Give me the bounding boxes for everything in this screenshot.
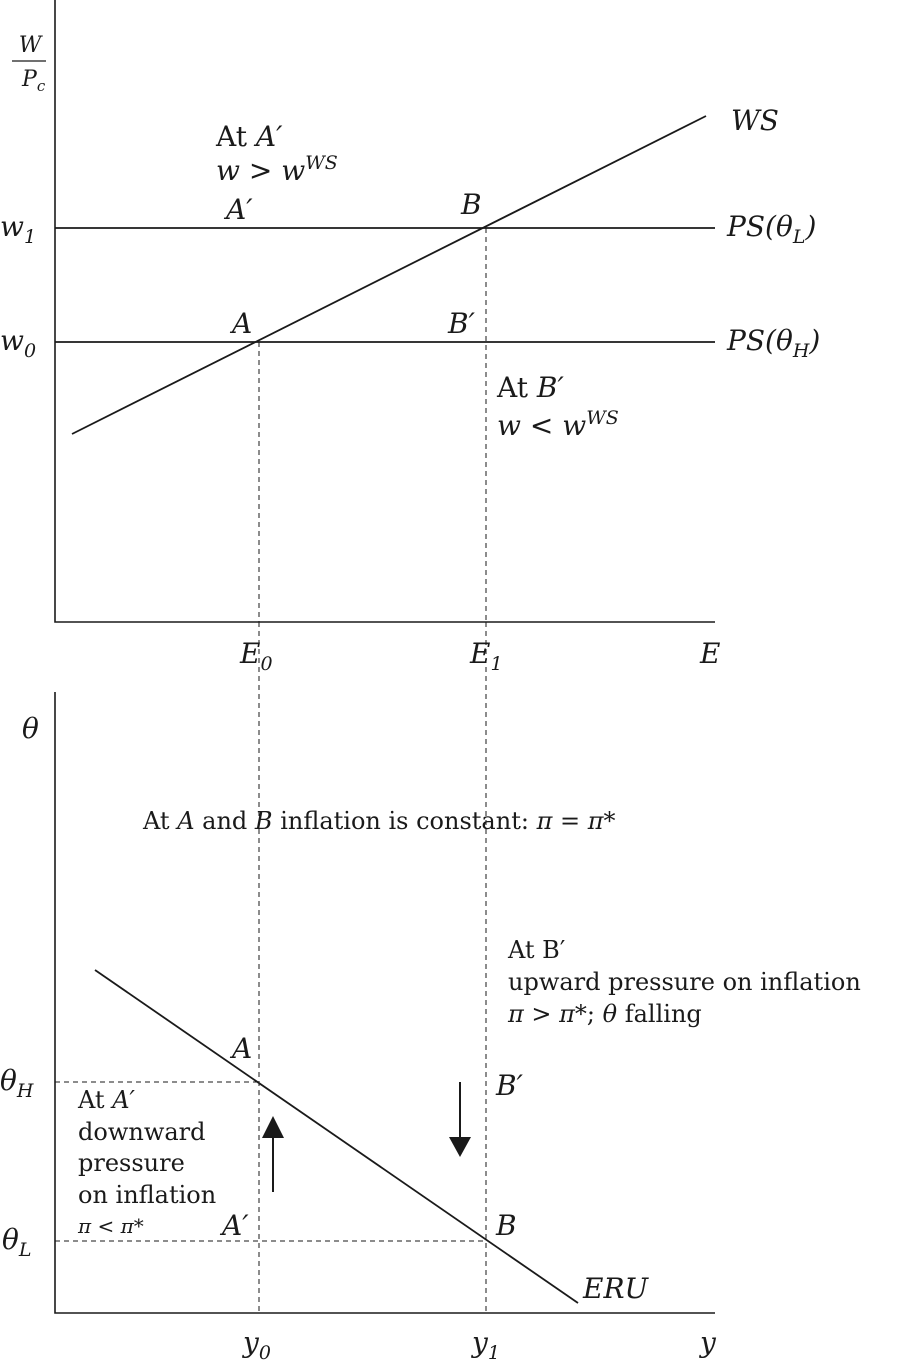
a-prime-note-downward: downward	[78, 1118, 206, 1146]
ps-theta-high-label: PS(θH)	[726, 324, 820, 362]
a-prime-note-on-inflation: on inflation	[78, 1181, 216, 1209]
top-y-axis-denominator: Pc	[21, 67, 46, 95]
top-axes	[54, 0, 715, 623]
b-prime-note-condition: π > π*; θ falling	[507, 1000, 702, 1028]
bottom-panel: θ θH θL y0 y1 y ERU A B′ A′ B At A and B…	[0, 622, 861, 1364]
a-prime-note-pressure: pressure	[78, 1149, 185, 1177]
top-panel: W Pc w1 w0 E0 E1 E WS PS(θL) PS(θH) A B …	[0, 0, 820, 675]
tick-y1: y1	[470, 1326, 500, 1364]
bottom-point-a-prime: A′	[219, 1209, 249, 1242]
note-a-prime-condition: w > wWS	[216, 152, 338, 187]
top-point-b-prime: B′	[447, 307, 476, 340]
ws-curve	[71, 115, 707, 435]
tick-e0: E0	[239, 637, 273, 675]
top-point-a: A	[229, 307, 252, 340]
upward-arrow	[262, 1116, 284, 1192]
bottom-point-b: B	[495, 1209, 517, 1242]
a-prime-note-heading: At A′	[77, 1086, 136, 1114]
constant-inflation-note: At A and B inflation is constant: π = π*	[142, 807, 615, 835]
eru-curve	[94, 969, 579, 1304]
ws-label: WS	[731, 104, 779, 137]
ps-theta-low-label: PS(θL)	[726, 210, 816, 248]
b-prime-note-heading: At B′	[507, 936, 565, 964]
top-point-a-prime: A′	[223, 193, 253, 226]
bottom-point-b-prime: B′	[495, 1069, 524, 1102]
b-prime-note-pressure: upward pressure on inflation	[508, 968, 861, 996]
tick-theta-h: θH	[0, 1064, 34, 1102]
downward-arrow	[449, 1082, 471, 1157]
bottom-y-axis-label: θ	[22, 712, 39, 745]
eru-label: ERU	[582, 1272, 650, 1305]
tick-y0: y0	[241, 1326, 271, 1364]
note-a-prime-heading: At A′	[215, 120, 283, 153]
note-b-prime-condition: w < wWS	[497, 407, 619, 442]
tick-theta-l: θL	[2, 1223, 31, 1261]
tick-w1: w1	[0, 210, 36, 248]
top-y-axis-numerator: W	[19, 33, 44, 58]
bottom-point-a: A	[229, 1032, 252, 1065]
a-prime-note-condition: π < π*	[77, 1214, 144, 1238]
bottom-axes	[54, 692, 715, 1314]
tick-w0: w0	[0, 324, 36, 362]
note-b-prime-heading: At B′	[496, 371, 564, 404]
tick-e1: E1	[469, 637, 503, 675]
top-x-axis-label: E	[699, 637, 720, 670]
bottom-x-axis-label: y	[698, 1326, 717, 1359]
top-point-b: B	[460, 188, 482, 221]
